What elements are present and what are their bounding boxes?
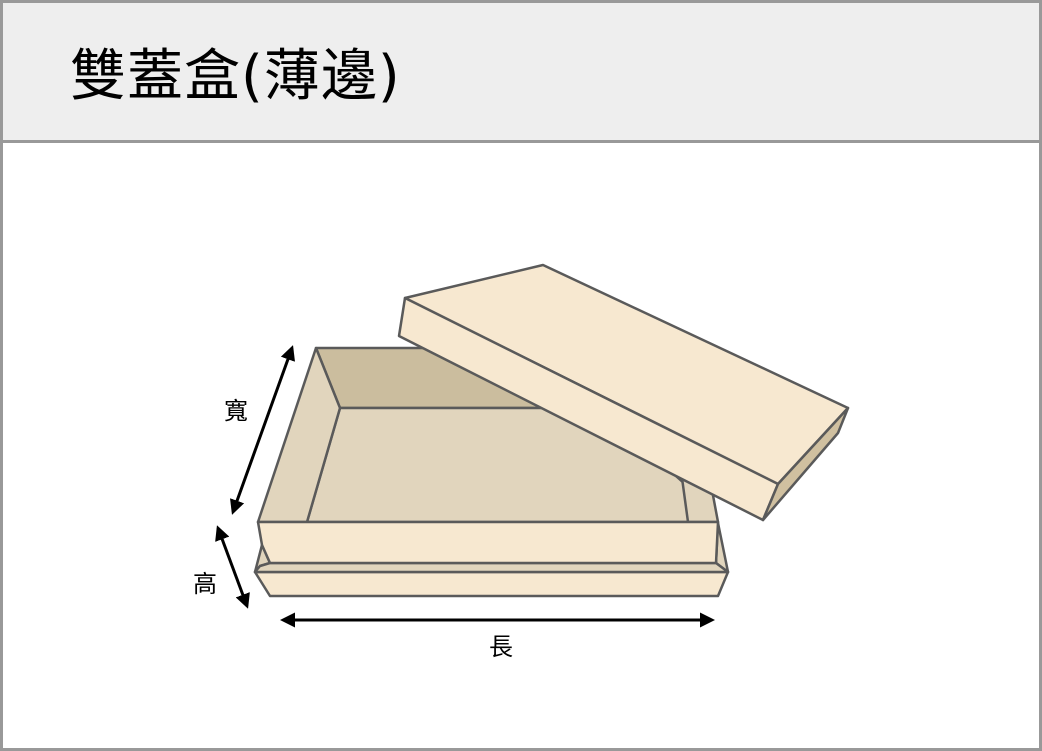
length-label: 長 (489, 633, 513, 661)
base-ledge (253, 561, 730, 574)
height-label: 高 (193, 570, 217, 598)
height-arrow (215, 525, 250, 609)
width-label: 寬 (224, 397, 248, 425)
tray-front-wall (256, 520, 720, 565)
lid-right-side (761, 406, 850, 522)
box-lid (397, 263, 850, 522)
header-bar: 雙蓋盒(薄邊) (3, 3, 1039, 143)
page-title: 雙蓋盒(薄邊) (70, 44, 401, 109)
base-bottom-band (253, 570, 730, 598)
width-arrow (230, 345, 295, 515)
dimension-arrows (215, 345, 715, 628)
